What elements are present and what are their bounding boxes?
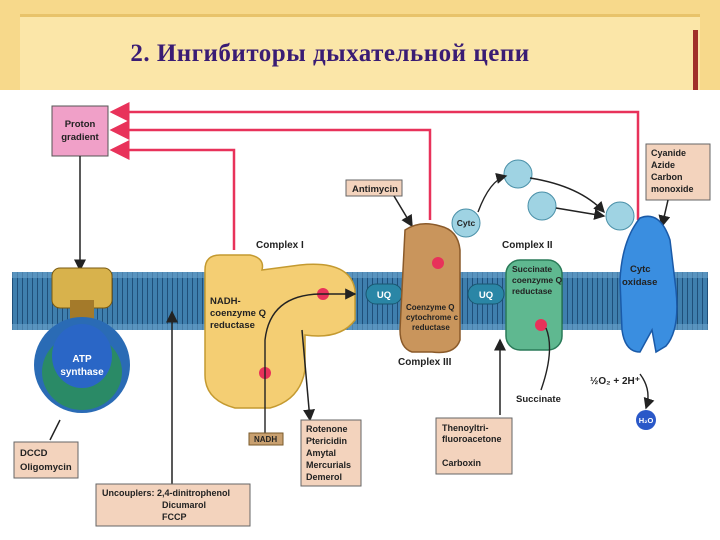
cytc-oxidase-line2: oxidase: [622, 277, 657, 288]
ptericidin-label: Ptericidin: [306, 436, 347, 446]
title-top-rule: [20, 14, 700, 17]
atp-synthase-line2: synthase: [60, 367, 104, 378]
atp-synthase: ATP synthase: [34, 267, 130, 413]
uq-left: UQ: [365, 283, 403, 305]
complex-ii-line3: reductase: [512, 286, 552, 296]
oligomycin-label: Oligomycin: [20, 462, 72, 473]
nadh-reductase-line3: reductase: [210, 320, 255, 331]
complex-iii-title: Complex III: [398, 357, 452, 368]
uq-right: UQ: [467, 283, 505, 305]
proton-gradient-line1: Proton: [65, 119, 96, 130]
carbon-label: Carbon: [651, 172, 683, 182]
thenoyl-line2: fluoroacetone: [442, 434, 502, 444]
antimycin-box: Antimycin: [345, 179, 403, 197]
complex-ii-title: Complex II: [502, 240, 553, 251]
electron-marker: [535, 319, 547, 331]
uncouplers-box: Uncouplers: 2,4-dinitrophenol Dicumarol …: [95, 483, 251, 527]
complex-ii: Succinate coenzyme Q reductase: [505, 259, 563, 351]
demerol-label: Demerol: [306, 472, 342, 482]
monoxide-label: monoxide: [651, 184, 694, 194]
proton-gradient-line2: gradient: [61, 132, 99, 143]
complex-ii-line2: coenzyme Q: [512, 275, 562, 285]
succinate-label: Succinate: [516, 394, 561, 405]
azide-label: Azide: [651, 160, 675, 170]
nadh-reductase-line2: coenzyme Q: [210, 308, 266, 319]
thenoyl-line1: Thenoyltri-: [442, 423, 489, 433]
svg-text:Cytc: Cytc: [457, 218, 476, 228]
membrane: [12, 272, 708, 330]
water-molecule: H₂O: [636, 410, 656, 430]
rotenone-label: Rotenone: [306, 424, 348, 434]
cytochrome-c-spheres: Cytc: [451, 159, 635, 238]
oxygen-reaction: ½O₂ + 2H⁺: [590, 376, 640, 387]
title-band: [20, 14, 700, 92]
electron-marker: [432, 257, 444, 269]
amytal-label: Amytal: [306, 448, 336, 458]
proton-gradient-box: Proton gradient: [51, 105, 109, 157]
slide-title: 2. Ингибиторы дыхательной цепи: [130, 40, 530, 67]
carboxin-label: Carboxin: [442, 458, 481, 468]
complex-iii: Coenzyme Q cytochrome c reductase: [399, 223, 461, 354]
atp-synthase-line1: ATP: [72, 354, 92, 365]
nadh-label: NADH: [248, 432, 284, 446]
uncouplers-line3: FCCP: [162, 512, 187, 522]
complex-i-title: Complex I: [256, 240, 304, 251]
cyanide-label: Cyanide: [651, 148, 686, 158]
cytochrome-c-oxidase: Cytc oxidase: [619, 215, 678, 354]
respiratory-chain-diagram: Proton gradient ATP synthase DCCD Oligom…: [12, 102, 711, 527]
uncouplers-line2: Dicumarol: [162, 500, 206, 510]
thenoyl-carboxin-box: Thenoyltri- fluoroacetone Carboxin: [435, 417, 513, 475]
diagram-area: Proton gradient ATP synthase DCCD Oligom…: [0, 90, 720, 540]
dccd-label: DCCD: [20, 448, 48, 459]
complex-iii-inner-line2: cytochrome c: [406, 313, 459, 322]
mercurials-label: Mercurials: [306, 460, 351, 470]
complex-ii-line1: Succinate: [512, 264, 552, 274]
svg-text:NADH: NADH: [254, 435, 277, 444]
svg-text:UQ: UQ: [377, 290, 391, 301]
complex-iii-inner-line3: reductase: [412, 323, 450, 332]
rotenone-box: Rotenone Ptericidin Amytal Mercurials De…: [300, 419, 362, 487]
title-side-rule: [693, 30, 698, 120]
svg-text:Antimycin: Antimycin: [352, 184, 398, 195]
dccd-oligomycin-box: DCCD Oligomycin: [13, 441, 79, 479]
svg-text:UQ: UQ: [479, 290, 493, 301]
complex-i: NADH- coenzyme Q reductase: [204, 254, 356, 409]
uncouplers-line1: Uncouplers: 2,4-dinitrophenol: [102, 488, 230, 498]
proton-arrows: [109, 102, 640, 250]
complex-iii-inner-line1: Coenzyme Q: [406, 303, 454, 312]
nadh-reductase-line1: NADH-: [210, 296, 241, 307]
svg-text:H₂O: H₂O: [639, 416, 654, 425]
cyanide-group-box: Cyanide Azide Carbon monoxide: [645, 143, 711, 201]
cytc-oxidase-line1: Cytc: [630, 264, 651, 275]
